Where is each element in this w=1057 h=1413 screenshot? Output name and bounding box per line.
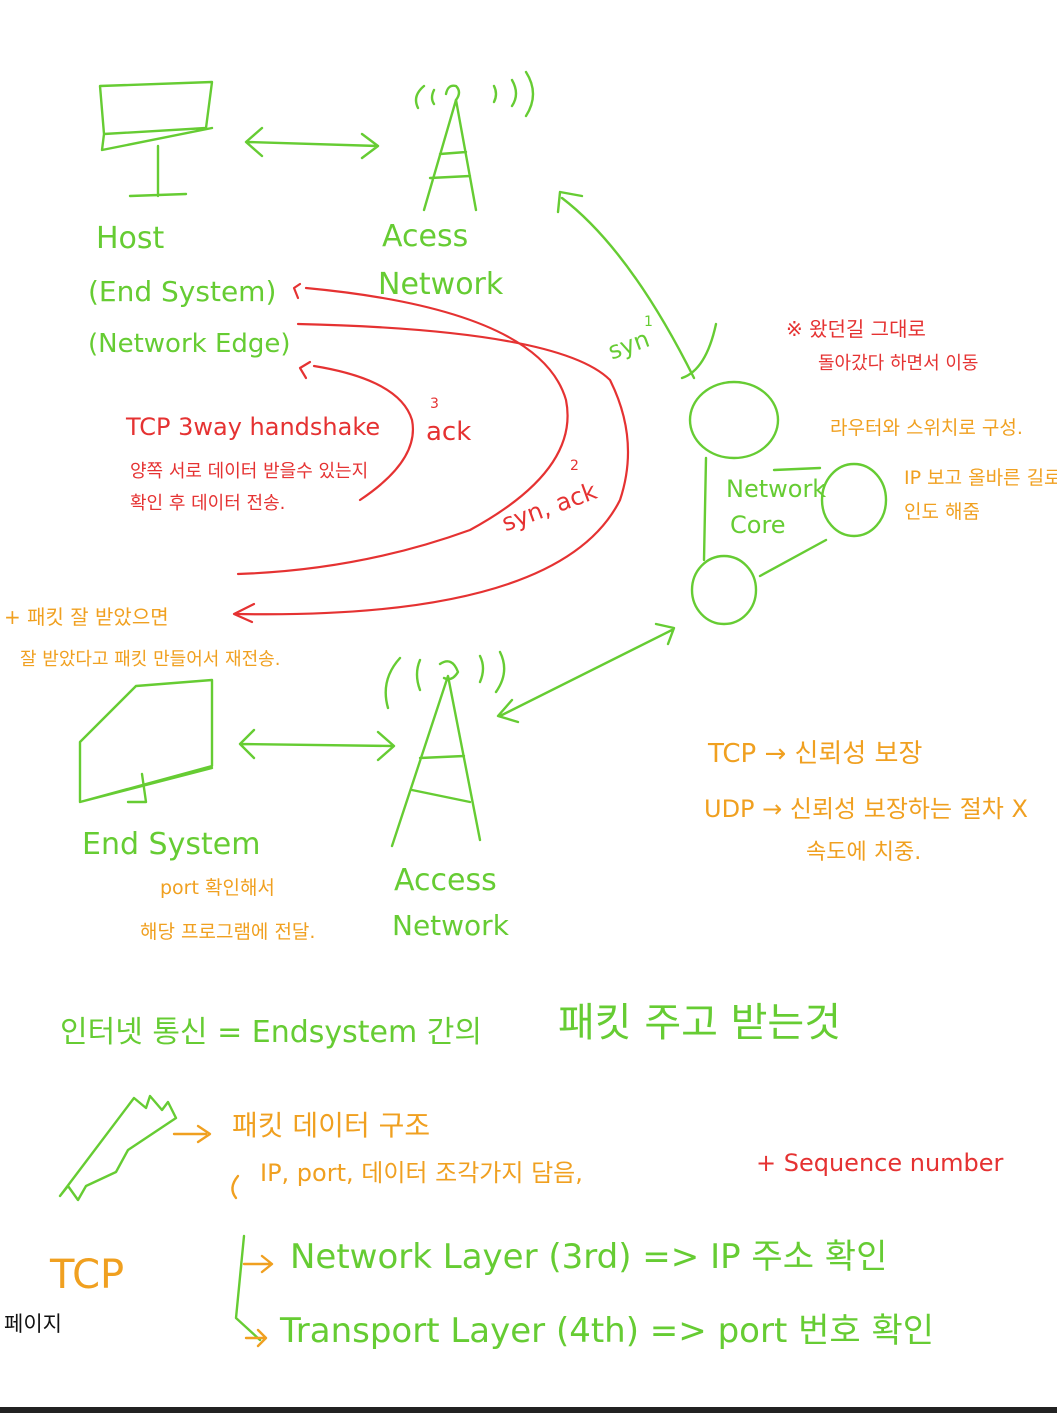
packet-bolt-icon	[58, 1094, 178, 1202]
host-end-system-label: (End System)	[88, 275, 277, 308]
internet-definition: 인터넷 통신 = Endsystem 간의	[60, 1015, 482, 1050]
ack-curve	[312, 364, 414, 502]
contents-hook	[231, 1174, 240, 1200]
core-note-1: ※ 왔던길 그대로	[786, 317, 926, 341]
handshake-desc-1: 양쪽 서로 데이터 받을수 있는지	[130, 461, 369, 482]
host-access-arrow	[244, 126, 380, 160]
handshake-desc-2: 확인 후 데이터 전송.	[130, 493, 286, 514]
antenna-bottom-icon	[390, 674, 482, 848]
network-core-label-2: Core	[730, 511, 786, 539]
packet-contents-label: IP, port, 데이터 조각가지 담음,	[260, 1159, 583, 1187]
packet-note-2: 잘 받았다고 패킷 만들어서 재전송.	[20, 649, 281, 670]
access-bottom-label: Access	[394, 863, 497, 898]
port-note-1: port 확인해서	[160, 877, 275, 899]
end-system-label: End System	[82, 827, 261, 862]
handshake-title: TCP 3way handshake	[126, 413, 381, 441]
syn-step-number: 1	[644, 314, 653, 330]
transport-layer-arrow	[244, 1328, 268, 1348]
access-top-label: Acess	[382, 219, 469, 254]
core-access-arrow-bottom	[496, 622, 676, 724]
packet-exchange-label: 패킷 주고 받는것	[558, 1000, 842, 1046]
packet-note-1: + 패킷 잘 받았으면	[4, 605, 169, 629]
ip-guide-note-1: IP 보고 올바른 길로	[904, 467, 1057, 489]
core-router-1	[688, 380, 780, 460]
packet-arrow-orange	[172, 1124, 212, 1144]
udp-note-1: UDP → 신뢰성 보장하는 절차 X	[704, 795, 1028, 823]
core-router-3	[690, 554, 758, 626]
network-layer-label: Network Layer (3rd) => IP 주소 확인	[290, 1237, 888, 1277]
ack-step-number: 3	[430, 396, 439, 412]
tcp-heading: TCP	[50, 1252, 125, 1298]
synack-step-number: 2	[570, 458, 579, 474]
access-core-arrow-top	[556, 190, 718, 380]
syn-curve	[234, 322, 630, 616]
network-core-label-1: Network	[726, 475, 827, 503]
page-label: 페이지	[4, 1312, 62, 1336]
access-top-label-2: Network	[378, 267, 504, 302]
tcp-reliability-note: TCP → 신뢰성 보장	[708, 739, 923, 769]
transport-layer-label: Transport Layer (4th) => port 번호 확인	[280, 1311, 935, 1351]
bottom-bar	[0, 1407, 1057, 1413]
port-note-2: 해당 프로그램에 전달.	[140, 921, 316, 943]
core-note-2: 돌아갔다 하면서 이동	[818, 353, 979, 374]
synack-curve	[236, 286, 569, 576]
packet-structure-label: 패킷 데이터 구조	[232, 1109, 431, 1142]
host-network-edge-label: (Network Edge)	[88, 329, 291, 359]
end-access-arrow	[238, 728, 396, 762]
access-bottom-label-2: Network	[392, 909, 509, 942]
udp-note-2: 속도에 치중.	[806, 840, 922, 865]
ip-guide-note-2: 인도 해줌	[904, 501, 980, 523]
antenna-top-icon	[422, 98, 478, 212]
ack-label: ack	[426, 417, 472, 447]
host-label: Host	[96, 221, 165, 256]
core-router-2	[820, 462, 888, 538]
tcp-bracket	[234, 1234, 262, 1342]
end-system-laptop-icon	[78, 678, 214, 804]
syn-arrow-end	[232, 602, 256, 624]
host-monitor-icon	[98, 80, 214, 198]
router-switch-note: 라우터와 스위치로 구성.	[830, 417, 1023, 439]
network-layer-arrow	[242, 1254, 274, 1274]
sequence-number-label: + Sequence number	[756, 1149, 1004, 1177]
